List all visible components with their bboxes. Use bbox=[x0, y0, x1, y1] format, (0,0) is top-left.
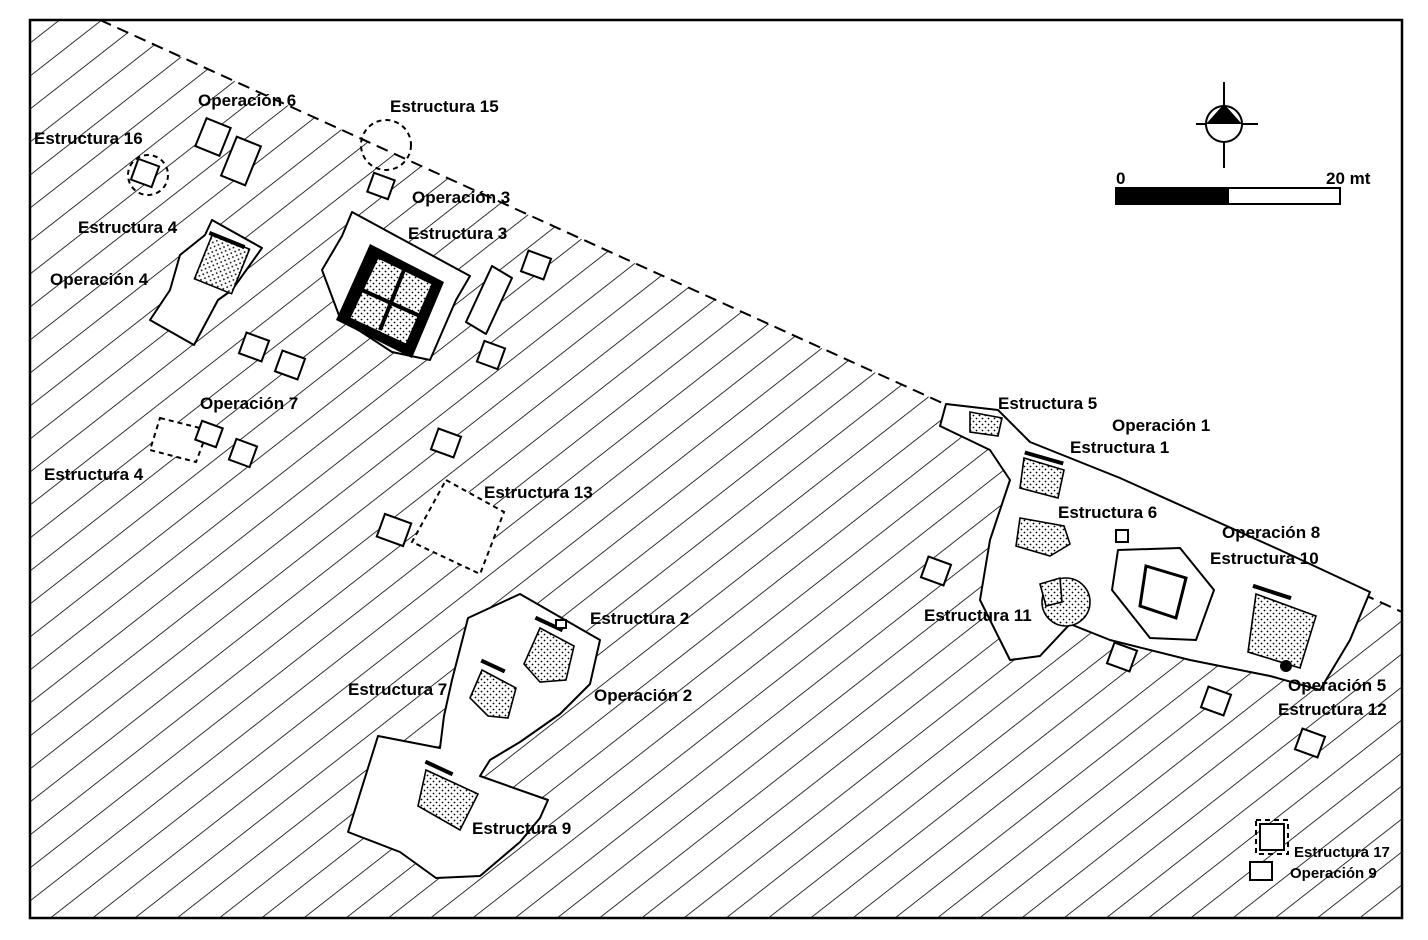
label-operacion-6: Operación 6 bbox=[198, 91, 296, 110]
scale-bar: 0 20 mt bbox=[1115, 169, 1371, 205]
label-estructura-4-south: Estructura 4 bbox=[44, 465, 144, 484]
label-operacion-4: Operación 4 bbox=[50, 270, 149, 289]
estructura-17-area bbox=[1249, 819, 1289, 881]
label-estructura-11: Estructura 11 bbox=[924, 606, 1032, 625]
operacion-2-clearing bbox=[347, 593, 601, 879]
operacion-6-area bbox=[194, 116, 263, 187]
label-estructura-2: Estructura 2 bbox=[590, 609, 689, 628]
operacion-1-clearing bbox=[919, 403, 1371, 759]
operacion-7-area bbox=[148, 416, 259, 469]
operacion-3-units bbox=[237, 249, 553, 381]
label-estructura-17: Estructura 17 bbox=[1294, 844, 1390, 861]
scale-start-label: 0 bbox=[1116, 169, 1125, 188]
label-operacion-5: Operación 5 bbox=[1288, 676, 1386, 695]
label-operacion-3: Operación 3 bbox=[412, 188, 510, 207]
map-frame bbox=[28, 18, 1404, 920]
label-estructura-3: Estructura 3 bbox=[408, 224, 507, 243]
label-operacion-8: Operación 8 bbox=[1222, 523, 1320, 542]
label-estructura-5: Estructura 5 bbox=[998, 394, 1097, 413]
label-operacion-9: Operación 9 bbox=[1290, 865, 1377, 882]
survey-boundary bbox=[99, 19, 1403, 613]
estructura-16-area bbox=[127, 154, 169, 196]
label-estructura-7: Estructura 7 bbox=[348, 680, 447, 699]
label-estructura-16: Estructura 16 bbox=[34, 129, 143, 148]
label-estructura-4-north: Estructura 4 bbox=[78, 218, 178, 237]
scale-end-label: 20 mt bbox=[1326, 169, 1371, 188]
label-estructura-12: Estructura 12 bbox=[1278, 700, 1387, 719]
label-estructura-9: Estructura 9 bbox=[472, 819, 571, 838]
label-estructura-10: Estructura 10 bbox=[1210, 549, 1319, 568]
operacion-4-clearing bbox=[149, 219, 263, 346]
label-estructura-6: Estructura 6 bbox=[1058, 503, 1157, 522]
label-operacion-7: Operación 7 bbox=[200, 394, 298, 413]
label-estructura-13: Estructura 13 bbox=[484, 483, 593, 502]
north-arrow-icon bbox=[1196, 82, 1258, 168]
label-operacion-2: Operación 2 bbox=[594, 686, 692, 705]
operacion-3-clearing bbox=[321, 211, 471, 361]
label-estructura-15: Estructura 15 bbox=[390, 97, 499, 116]
label-estructura-1: Estructura 1 bbox=[1070, 438, 1169, 457]
estructura-15-area bbox=[360, 119, 412, 201]
estructura-13-area bbox=[375, 427, 506, 576]
label-operacion-1: Operación 1 bbox=[1112, 416, 1210, 435]
